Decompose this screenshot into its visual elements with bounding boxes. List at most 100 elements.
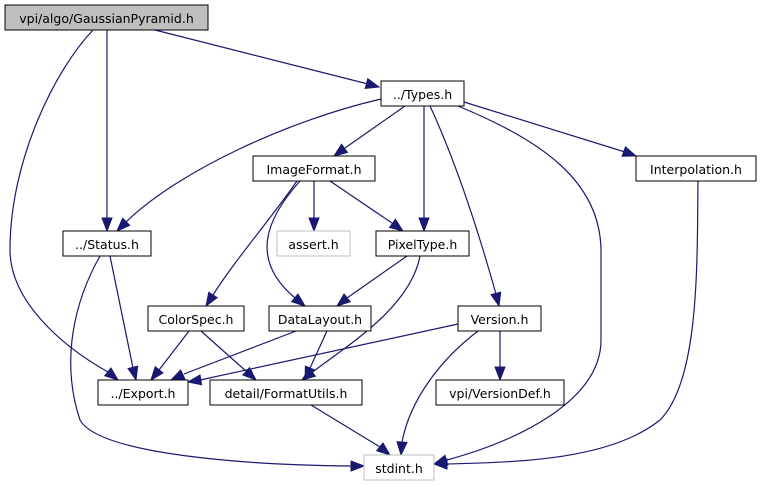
arrowhead-icon	[494, 366, 506, 382]
arrowhead-icon	[169, 369, 186, 381]
edge-datalayout-to-formatutils	[304, 330, 328, 382]
edge-imageformat-to-assert	[308, 181, 320, 233]
edge-types-to-interpolation	[463, 101, 638, 157]
node-label: stdint.h	[375, 461, 423, 476]
arrowhead-icon	[103, 367, 120, 381]
arrowhead-icon	[205, 291, 219, 308]
edge-line	[446, 180, 699, 465]
arrowhead-icon	[432, 458, 448, 470]
edge-line	[109, 255, 134, 369]
edge-line	[199, 323, 459, 381]
node-datalayout[interactable]: DataLayout.h	[268, 305, 372, 332]
edge-version-to-stdint	[396, 330, 479, 457]
arrowhead-icon	[304, 365, 316, 382]
node-versiondef[interactable]: vpi/VersionDef.h	[435, 379, 565, 406]
edge-root-to-status	[101, 30, 113, 233]
edge-imageformat-to-pixeltype	[329, 180, 405, 232]
node-label: PixelType.h	[388, 237, 458, 252]
node-box	[276, 230, 351, 257]
node-box	[268, 305, 372, 332]
node-box	[457, 305, 542, 332]
node-colorspec[interactable]: ColorSpec.h	[147, 305, 245, 332]
node-label: ColorSpec.h	[159, 312, 234, 327]
edge-types-to-version	[429, 105, 502, 308]
edge-types-to-status	[116, 98, 382, 232]
edge-line	[309, 330, 328, 369]
node-label: Version.h	[471, 312, 529, 327]
node-box	[635, 155, 757, 182]
edge-line	[446, 105, 602, 461]
edge-imageformat-to-colorspec	[205, 180, 298, 308]
node-pixeltype[interactable]: PixelType.h	[375, 230, 470, 257]
edge-version-to-export	[186, 323, 459, 386]
arrowhead-icon	[290, 293, 307, 307]
edges-layer	[9, 29, 699, 472]
arrowhead-icon	[621, 146, 638, 157]
node-imageformat[interactable]: ImageFormat.h	[252, 155, 376, 182]
node-export[interactable]: ../Export.h	[97, 379, 189, 406]
edge-line	[266, 180, 301, 299]
node-types[interactable]: ../Types.h	[380, 80, 465, 107]
node-label: Interpolation.h	[650, 162, 742, 177]
edge-imageformat-to-datalayout	[266, 180, 307, 307]
node-formatutils[interactable]: detail/FormatUtils.h	[209, 379, 363, 406]
edge-line	[401, 330, 479, 443]
node-label: ../Status.h	[75, 237, 139, 252]
arrowhead-icon	[242, 366, 258, 381]
node-label: vpi/algo/GaussianPyramid.h	[19, 11, 194, 26]
edge-line	[310, 404, 381, 448]
arrowhead-icon	[396, 441, 408, 457]
node-assert: assert.h	[276, 230, 351, 257]
edge-line	[329, 180, 393, 224]
arrowhead-icon	[350, 460, 366, 472]
node-root: vpi/algo/GaussianPyramid.h	[4, 4, 209, 31]
arrowhead-icon	[332, 143, 349, 157]
edge-status-to-stdint	[70, 255, 366, 472]
node-box	[209, 379, 363, 406]
node-version[interactable]: Version.h	[457, 305, 542, 332]
edge-line	[309, 255, 421, 375]
node-box	[62, 230, 152, 257]
edge-line	[463, 101, 626, 153]
node-label: ../Export.h	[111, 386, 176, 401]
arrowhead-icon	[101, 217, 113, 233]
arrowhead-icon	[127, 365, 139, 382]
edge-types-to-imageformat	[332, 105, 406, 157]
edge-line	[183, 330, 297, 375]
arrowhead-icon	[150, 365, 164, 382]
node-label: ImageFormat.h	[266, 162, 361, 177]
node-stdint: stdint.h	[363, 454, 435, 481]
node-label: ../Types.h	[393, 87, 452, 102]
arrowhead-icon	[308, 217, 320, 233]
edge-types-to-pixeltype	[418, 106, 430, 233]
node-label: assert.h	[288, 237, 338, 252]
edge-formatutils-to-stdint	[310, 404, 392, 456]
node-label: DataLayout.h	[278, 312, 362, 327]
edge-colorspec-to-formatutils	[200, 330, 258, 381]
edge-root-to-export	[9, 29, 120, 381]
edge-pixeltype-to-datalayout	[335, 255, 408, 307]
arrowhead-icon	[418, 217, 430, 233]
edge-line	[429, 105, 497, 295]
node-box	[380, 80, 465, 107]
arrowhead-icon	[388, 218, 405, 232]
edge-status-to-export	[109, 255, 139, 382]
node-interpolation[interactable]: Interpolation.h	[635, 155, 757, 182]
edge-version-to-versiondef	[494, 331, 506, 382]
edge-root-to-types	[154, 29, 381, 89]
arrowhead-icon	[335, 293, 352, 307]
edge-line	[125, 98, 382, 223]
node-box	[147, 305, 245, 332]
edge-line	[158, 330, 190, 371]
node-box	[363, 454, 435, 481]
edge-line	[154, 29, 369, 85]
node-box	[375, 230, 470, 257]
node-box	[252, 155, 376, 182]
node-label: detail/FormatUtils.h	[225, 386, 348, 401]
node-status[interactable]: ../Status.h	[62, 230, 152, 257]
edge-line	[9, 29, 109, 373]
edge-interpolation-to-stdint	[432, 180, 699, 470]
edge-line	[344, 105, 406, 149]
arrowhead-icon	[186, 374, 203, 386]
